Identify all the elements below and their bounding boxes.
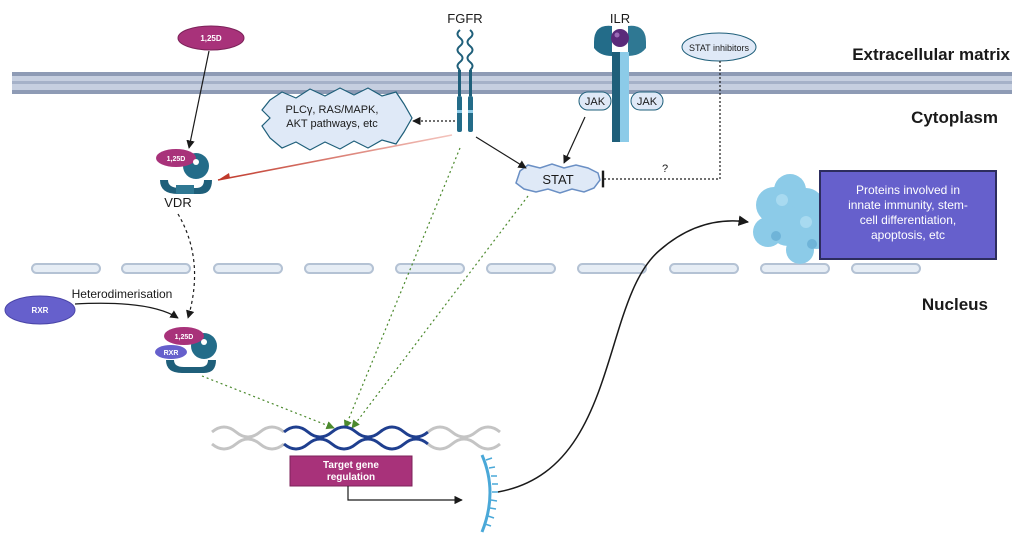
arrow-target-to-mrna — [347, 486, 463, 505]
mrna-strand — [480, 454, 498, 533]
arrow-mrna-to-protein — [497, 215, 750, 493]
stat-label: STAT — [542, 172, 573, 187]
question-mark: ? — [662, 163, 668, 175]
rxr-free-label: RXR — [32, 306, 49, 315]
ligand-125d-vdr — [156, 149, 196, 167]
vdr-receptor: 1,25D — [156, 149, 212, 194]
heterodimerisation-label: Heterodimerisation — [72, 287, 173, 301]
stat-inhibitors-node: STAT inhibitors — [681, 32, 757, 62]
target-gene-line1: Target gene — [323, 460, 379, 471]
dna-helix — [211, 425, 501, 451]
jak-left: JAK — [578, 91, 612, 111]
arrow-complex-to-dna — [201, 375, 335, 430]
nuclear-membrane — [31, 263, 921, 274]
jak-left-label: JAK — [585, 96, 606, 108]
rxr-complex — [155, 345, 187, 359]
ligand-125d-top-label: 1,25D — [200, 34, 222, 43]
jak-right: JAK — [630, 91, 664, 111]
arrow-fgfr-to-vdr — [217, 134, 453, 181]
pathways-line1: PLCγ, RAS/MAPK, — [286, 104, 379, 116]
pathways-line2: AKT pathways, etc — [286, 118, 378, 130]
jak-right-label: JAK — [637, 96, 658, 108]
nucleus-label: Nucleus — [922, 295, 988, 314]
proteins-line2: innate immunity, stem- — [848, 198, 968, 212]
arrow-fgfr-to-vdr-head — [218, 173, 230, 180]
arrow-125d-to-vdr — [186, 50, 210, 149]
target-gene-box: Target gene regulation — [289, 455, 413, 487]
proteins-line3: cell differentiation, — [860, 213, 957, 227]
arrow-fgfr-to-dna — [343, 147, 461, 429]
arrow-jak-to-stat — [563, 116, 586, 164]
proteins-line4: apoptosis, etc — [871, 228, 945, 242]
fgfr-label: FGFR — [447, 11, 482, 26]
proteins-box: Proteins involved in innate immunity, st… — [819, 170, 997, 260]
vdr-rxr-complex: 1,25D RXR — [155, 327, 217, 373]
ilr-receptor — [594, 25, 646, 142]
stat-node: STAT — [515, 163, 601, 194]
rxr-complex-label: RXR — [164, 350, 179, 357]
arrow-fgfr-to-stat — [475, 136, 527, 169]
arrow-stat-to-dna — [351, 195, 529, 429]
ligand-125d-top: 1,25D — [177, 25, 245, 51]
ligand-125d-complex-label: 1,25D — [175, 334, 194, 341]
ilr-label: ILR — [610, 11, 630, 26]
stat-inhibitors-label: STAT inhibitors — [689, 43, 750, 53]
fgfr-receptor — [456, 29, 474, 132]
cell-membrane — [12, 72, 1012, 94]
cytoplasm-label: Cytoplasm — [911, 108, 998, 127]
rxr-free: RXR — [4, 295, 76, 325]
target-gene-line2: regulation — [327, 472, 375, 483]
vdr-label: VDR — [164, 195, 191, 210]
proteins-line1: Proteins involved in — [856, 183, 960, 197]
ligand-125d-complex — [164, 327, 204, 345]
pathways-node: PLCγ, RAS/MAPK, AKT pathways, etc — [261, 87, 413, 151]
inhibit-stat — [601, 61, 721, 188]
arrow-heterodimerisation — [74, 302, 179, 319]
ligand-125d-vdr-label: 1,25D — [167, 156, 186, 163]
extracellular-label: Extracellular matrix — [852, 45, 1010, 64]
